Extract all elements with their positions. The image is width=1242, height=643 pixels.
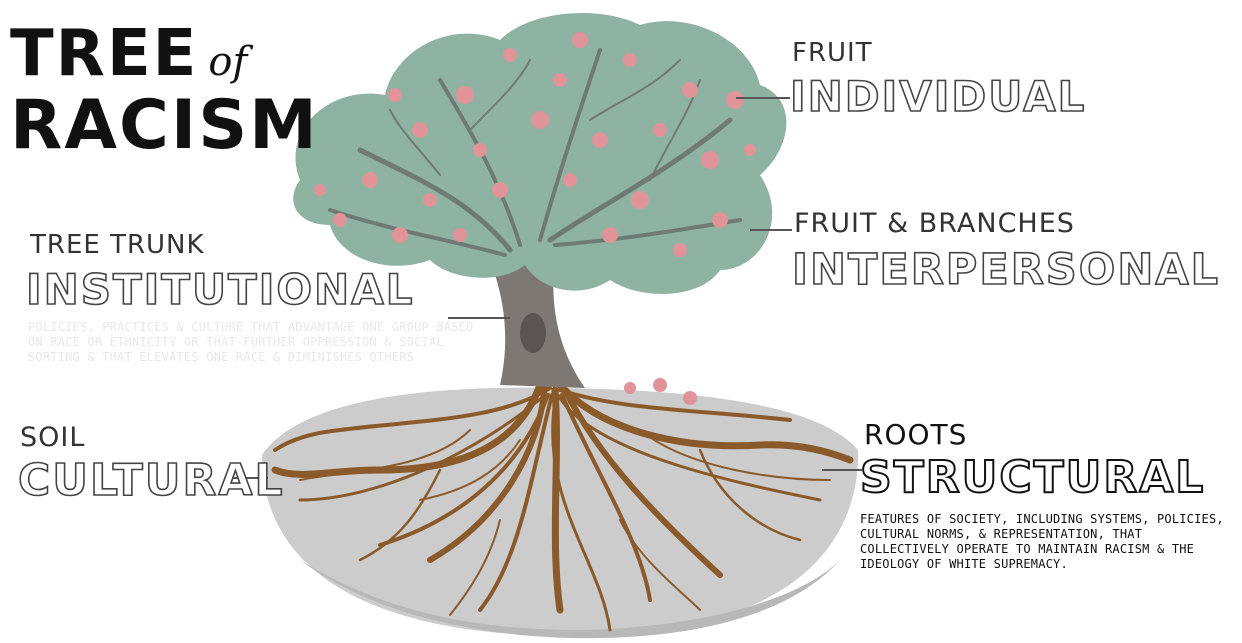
soil-small-label: SOIL (20, 422, 85, 453)
structural-description: FEATURES OF SOCIETY, INCLUDING SYSTEMS, … (860, 512, 1230, 572)
institutional-description: POLICIES, PRACTICES & CULTURE THAT ADVAN… (28, 320, 488, 365)
individual-label: INDIVIDUAL (790, 72, 1086, 121)
title-of: of (208, 39, 247, 85)
trunk-small-label: TREE TRUNK (30, 230, 205, 260)
cultural-label: CULTURAL (18, 455, 285, 506)
trunk-knothole (520, 313, 546, 353)
interpersonal-label: INTERPERSONAL (792, 245, 1220, 295)
title-line-1: TREE (10, 17, 198, 91)
institutional-label: INSTITUTIONAL (26, 265, 414, 314)
roots-small-label: ROOTS (864, 418, 967, 451)
structural-label: STRUCTURAL (860, 452, 1205, 503)
fruit-branches-small-label: FRUIT & BRANCHES (794, 208, 1075, 239)
title-line-2: RACISM (10, 92, 319, 160)
fruit-small-label: FRUIT (792, 38, 873, 68)
